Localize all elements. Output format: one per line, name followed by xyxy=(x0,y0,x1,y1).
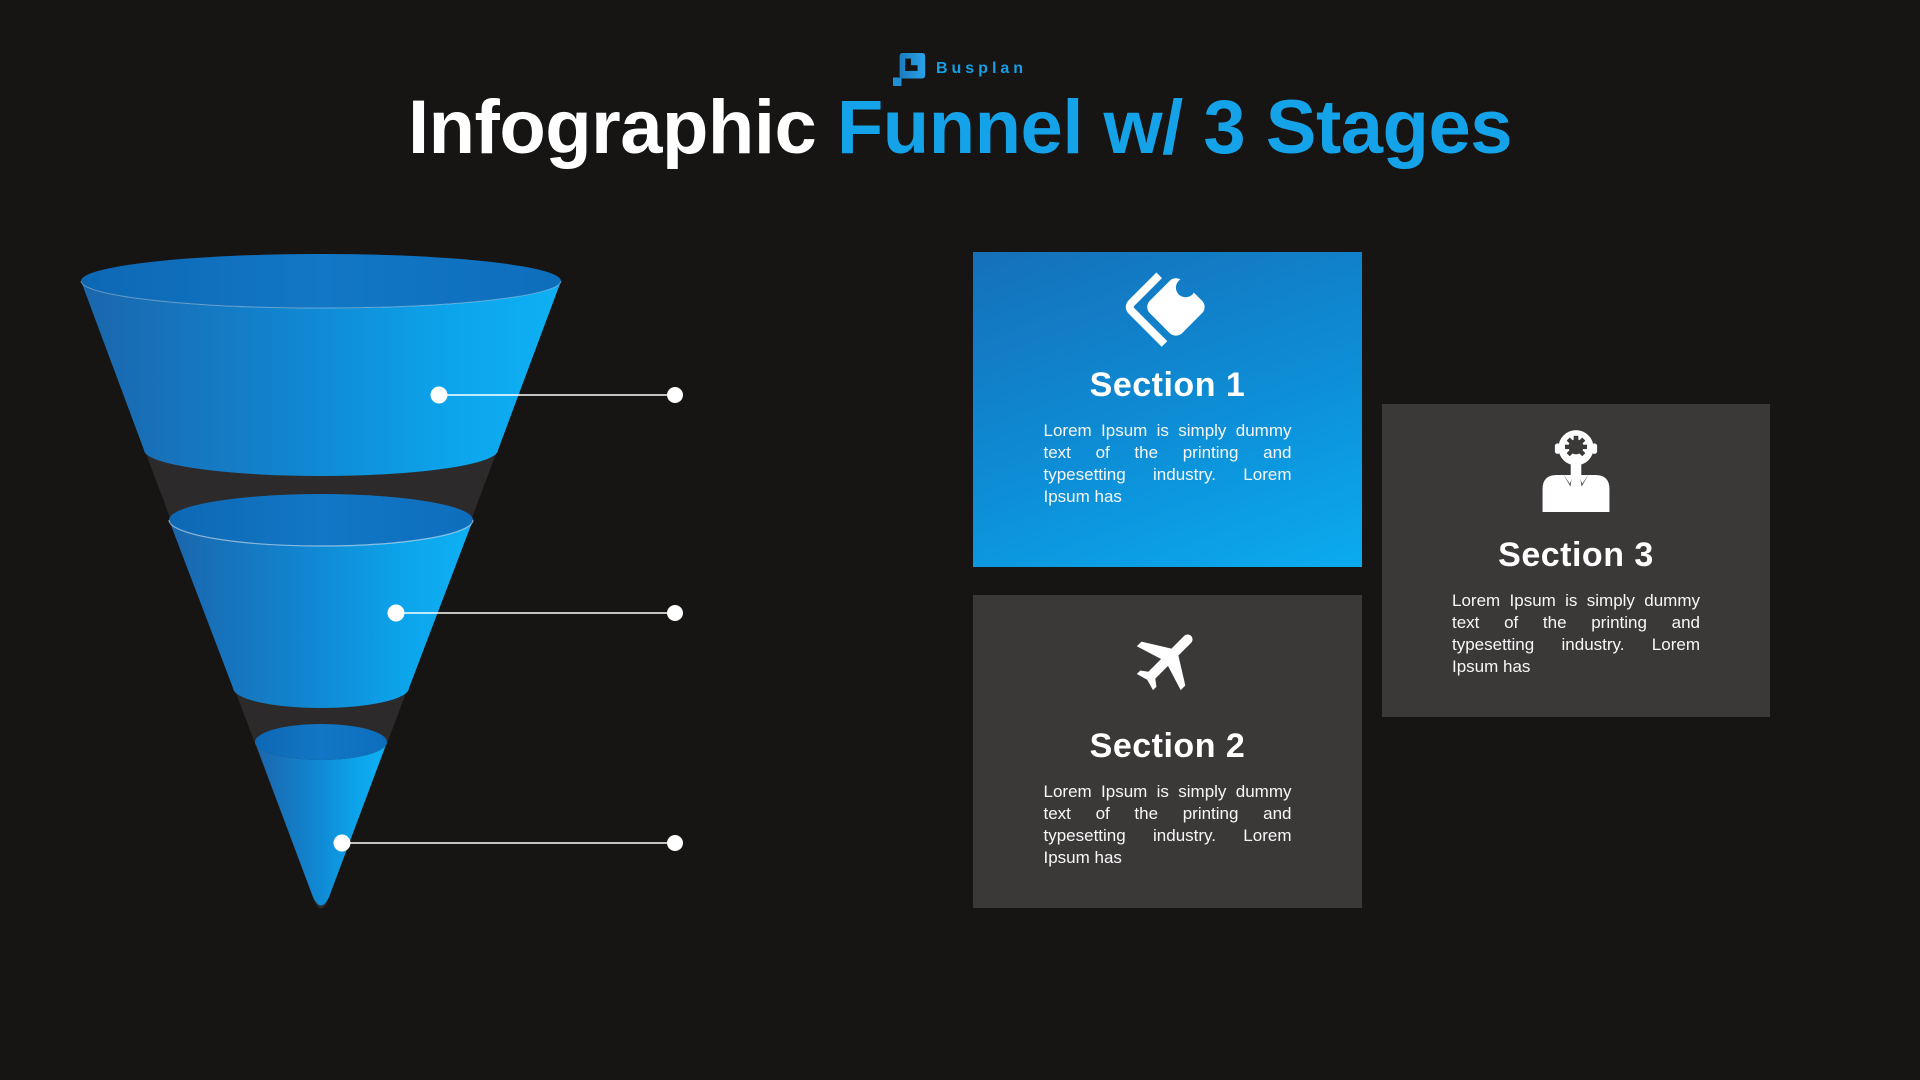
brand-logo: Busplan xyxy=(0,50,1920,88)
connector-3-start-dot xyxy=(333,834,351,852)
airplane-icon xyxy=(973,619,1362,699)
section-2-title: Section 2 xyxy=(1089,727,1246,765)
connector-line-3 xyxy=(333,834,683,852)
page-title-white: Infographic xyxy=(407,85,817,170)
funnel-stage-3 xyxy=(255,724,387,906)
connector-2-start-dot xyxy=(387,604,405,622)
funnel-stage-2 xyxy=(168,494,474,708)
connector-line-1 xyxy=(430,386,683,404)
busplan-logo-icon xyxy=(892,50,927,88)
section-1-title: Section 1 xyxy=(1089,366,1246,404)
section-2-card: Section 2 Lorem Ipsum is simply dummy te… xyxy=(973,595,1362,908)
section-3-body: Lorem Ipsum is simply dummy text of the … xyxy=(1452,591,1700,676)
connector-3-end-dot xyxy=(667,835,683,851)
page-title-blue: Funnel w/ 3 Stages xyxy=(816,85,1513,170)
brand-name: Busplan xyxy=(935,60,1028,77)
businessman-gear-icon xyxy=(1382,428,1770,512)
section-1-card: Section 1 Lorem Ipsum is simply dummy te… xyxy=(973,252,1362,567)
connector-1-end-dot xyxy=(667,387,683,403)
section-3-card: Section 3 Lorem Ipsum is simply dummy te… xyxy=(1382,404,1770,717)
section-2-body: Lorem Ipsum is simply dummy text of the … xyxy=(1043,782,1292,867)
section-3-title: Section 3 xyxy=(1498,536,1654,574)
connector-line-2 xyxy=(387,604,683,622)
tag-icon xyxy=(973,272,1362,354)
connector-1-start-dot xyxy=(430,386,448,404)
funnel-diagram xyxy=(0,0,760,1000)
page-title: Infographic Funnel w/ 3 Stages xyxy=(0,86,1920,170)
funnel-stage-1 xyxy=(80,254,562,476)
connector-2-end-dot xyxy=(667,605,683,621)
section-1-body: Lorem Ipsum is simply dummy text of the … xyxy=(1043,421,1292,506)
